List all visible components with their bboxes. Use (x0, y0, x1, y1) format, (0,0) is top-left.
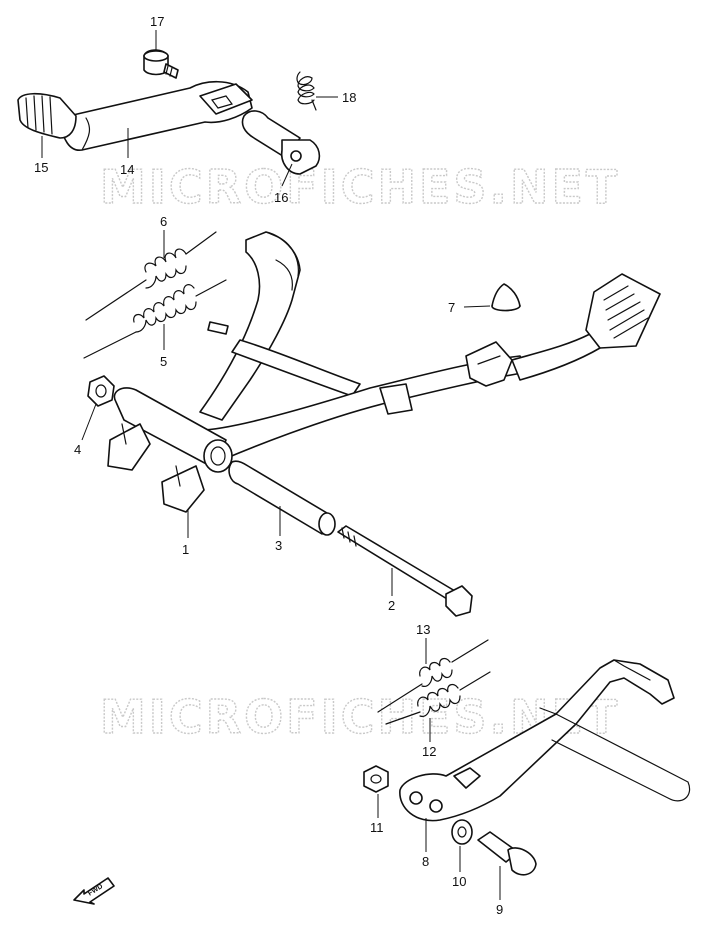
callout-7: 7 (448, 300, 455, 315)
spring-5 (83, 279, 227, 359)
callout-8: 8 (422, 854, 429, 869)
center-stand (107, 231, 661, 513)
callout-2: 2 (388, 598, 395, 613)
washer-10 (451, 819, 473, 845)
side-stand-bolt-9 (477, 831, 537, 876)
callout-14: 14 (120, 162, 134, 177)
callout-10: 10 (452, 874, 466, 889)
pivot-bolt-2 (337, 525, 473, 617)
callout-5: 5 (160, 354, 167, 369)
callout-15: 15 (34, 160, 48, 175)
callouts: 17 18 14 15 16 6 5 7 4 1 3 2 13 12 11 8 … (34, 14, 503, 917)
spring-13 (377, 639, 489, 713)
gearshift-rubber (17, 92, 77, 139)
fwd-arrow-icon: FWD (73, 877, 115, 905)
callout-18: 18 (342, 90, 356, 105)
callout-3: 3 (275, 538, 282, 553)
spring-12 (385, 671, 491, 725)
gearshift-lever (59, 80, 253, 151)
callout-9: 9 (496, 902, 503, 917)
callout-1: 1 (182, 542, 189, 557)
callout-16: 16 (274, 190, 288, 205)
stopper-rubber-7 (491, 283, 521, 312)
callout-11: 11 (370, 820, 384, 835)
callout-12: 12 (422, 744, 436, 759)
callout-6: 6 (160, 214, 167, 229)
callout-17: 17 (150, 14, 164, 29)
side-stand (399, 659, 691, 822)
callout-4: 4 (74, 442, 81, 457)
leader-lines (41, 30, 501, 900)
pivot-pipe-3 (228, 460, 336, 536)
spring-18 (296, 71, 317, 111)
spring-6 (85, 231, 217, 321)
nut-11 (363, 765, 389, 793)
lever-bolt-17 (143, 49, 179, 79)
callout-13: 13 (416, 622, 430, 637)
watermark-top: MICROFICHES.NET (100, 160, 620, 214)
nut-4 (87, 375, 115, 407)
